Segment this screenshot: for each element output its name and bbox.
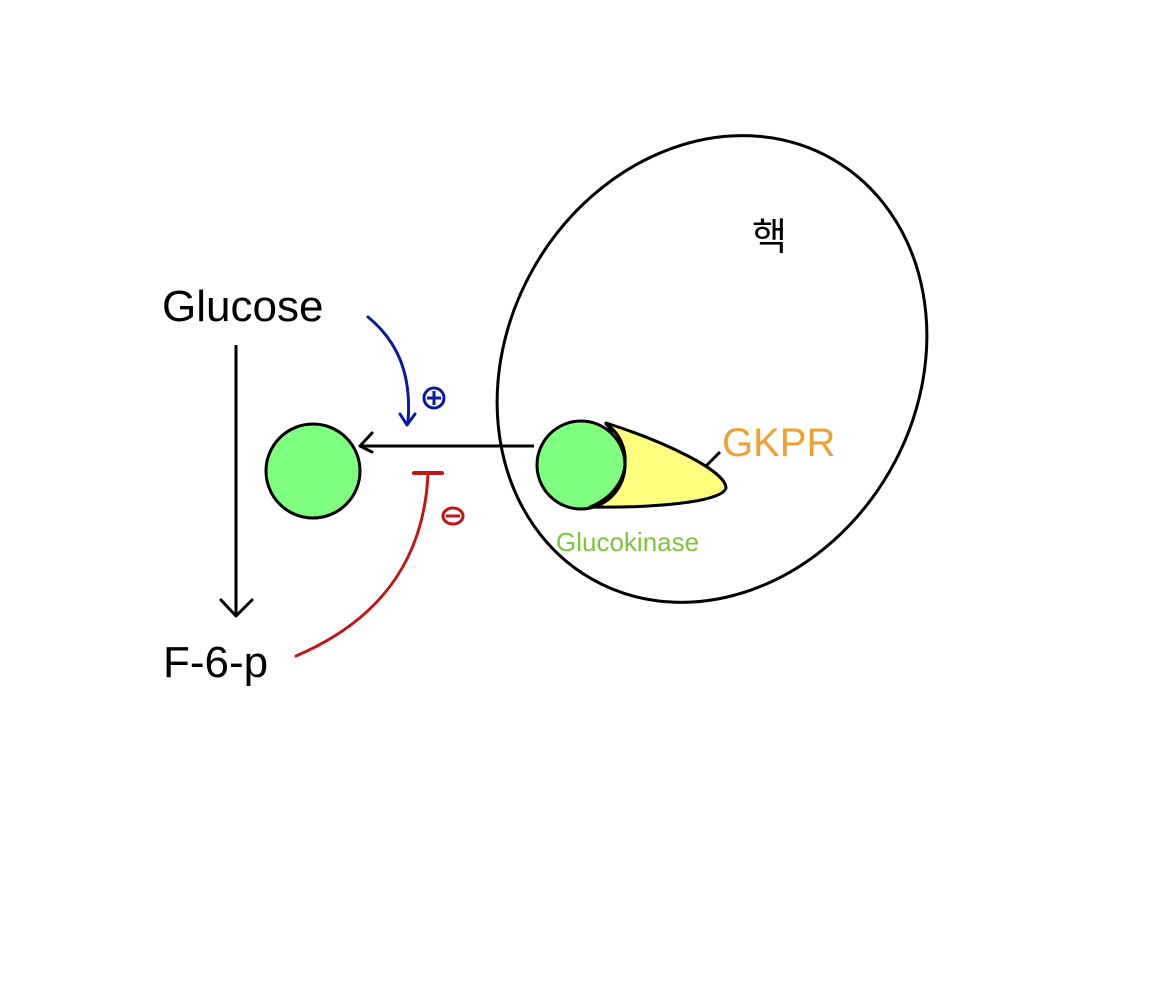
translocation-arrow <box>358 431 534 454</box>
gkpr-pointer <box>703 450 722 469</box>
nucleus-label: 핵 <box>752 215 787 259</box>
f6p-inhibition-arrow <box>294 471 444 658</box>
gkpr-label: GKPR <box>722 421 835 465</box>
f6p-label: F-6-p <box>163 638 268 687</box>
gkpr-crescent-edge <box>588 422 627 509</box>
bound-glucokinase-circle <box>535 419 627 511</box>
glucose-label: Glucose <box>162 282 323 331</box>
activation-plus-icon <box>422 386 446 410</box>
glucokinase-label: Glucokinase <box>556 527 699 557</box>
nucleus-ellipse <box>495 134 929 604</box>
glucose-activation-arrow <box>366 315 417 427</box>
free-glucokinase-circle <box>264 422 362 520</box>
glucose-to-f6p-arrow <box>219 345 254 618</box>
inhibition-minus-icon <box>441 506 465 526</box>
